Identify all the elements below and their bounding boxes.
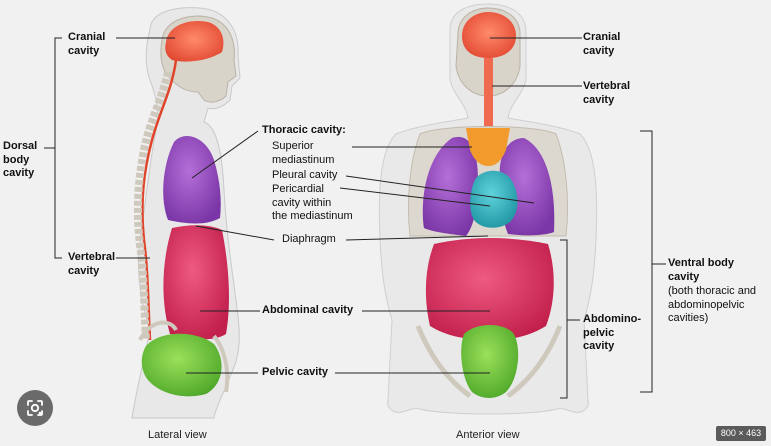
anterior-pelvic-cavity <box>461 325 518 398</box>
lateral-abdominal-cavity <box>163 225 229 339</box>
dorsal-bracket <box>44 38 62 258</box>
anterior-abdominal-cavity <box>426 238 554 340</box>
anterior-vertebral-cavity <box>484 58 493 128</box>
anterior-figure <box>379 4 596 414</box>
lens-search-button[interactable] <box>17 390 53 426</box>
anterior-cranial-cavity <box>462 12 516 58</box>
label-pelvic-cavity: Pelvic cavity <box>262 366 328 380</box>
label-cranial-cavity-anterior: Cranial cavity <box>583 31 620 58</box>
label-vertebral-cavity-anterior: Vertebral cavity <box>583 80 630 107</box>
label-cranial-cavity-lateral: Cranial cavity <box>68 31 105 58</box>
caption-anterior-view: Anterior view <box>456 429 520 443</box>
label-abdominopelvic-cavity: Abdomino- pelvic cavity <box>583 313 641 354</box>
label-pleural-cavity: Pleural cavity <box>272 169 337 183</box>
label-dorsal-body-cavity: Dorsal body cavity <box>3 140 37 181</box>
label-diaphragm: Diaphragm <box>282 233 336 247</box>
label-vertebral-cavity-lateral: Vertebral cavity <box>68 251 115 278</box>
label-pericardial-cavity: Pericardial cavity within the mediastinu… <box>272 183 353 224</box>
label-ventral-body-cavity-note: (both thoracic and abdominopelvic caviti… <box>668 285 756 326</box>
label-thoracic-cavity: Thoracic cavity: <box>262 124 346 138</box>
label-ventral-body-cavity: Ventral body cavity <box>668 257 734 284</box>
lateral-figure <box>132 8 240 418</box>
label-abdominal-cavity: Abdominal cavity <box>262 304 353 318</box>
caption-lateral-view: Lateral view <box>148 429 207 443</box>
google-lens-icon <box>25 398 45 418</box>
ventral-bracket <box>640 131 666 392</box>
image-size-badge: 800 × 463 <box>716 426 766 441</box>
label-superior-mediastinum: Superior mediastinum <box>272 140 334 167</box>
